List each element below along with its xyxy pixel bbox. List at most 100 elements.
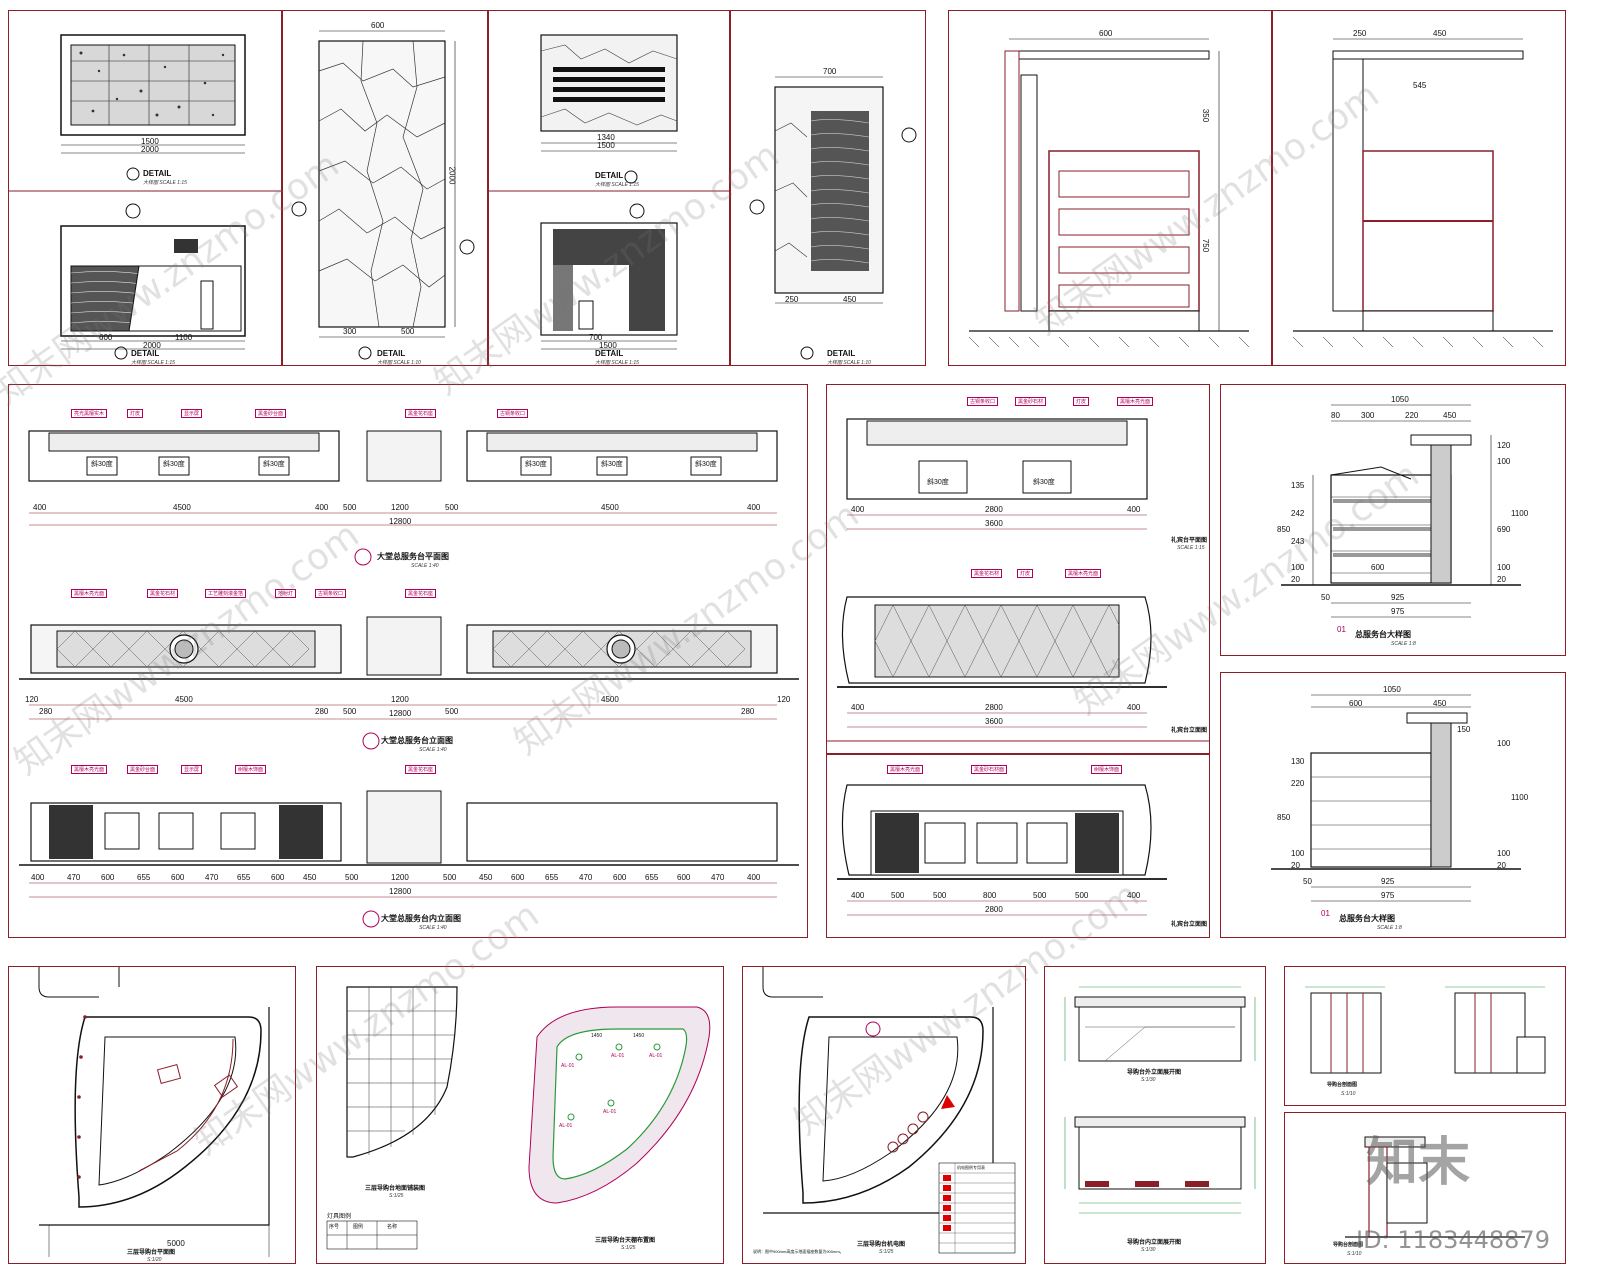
dim: 280: [39, 707, 53, 716]
drawing-scale: SCALE 1:40: [419, 925, 447, 931]
dim: 2000: [141, 145, 159, 154]
detail-title: DETAIL: [595, 349, 624, 358]
drawing-number: 01: [1321, 909, 1330, 918]
dim: 1500: [597, 141, 615, 150]
concierge-counter-sheet: 古铜条收口 黑金砂石材 灯皮 黑檀木亮光面 斜30度 斜30度 400 2800…: [826, 384, 1210, 754]
counter-b-drawing: [489, 34, 729, 350]
dim: 450: [843, 295, 857, 304]
dim: 250: [1353, 29, 1367, 38]
angle-label: 斜30度: [1033, 479, 1055, 486]
drawing-title: 三层导购台机电图: [857, 1242, 906, 1248]
drawing-title: 导购台剖面图: [1333, 1242, 1364, 1248]
material-tag: 树檀木饰面: [1091, 765, 1123, 774]
dim: 500: [933, 891, 947, 900]
drawing-scale: S:1/20: [147, 1257, 162, 1263]
dim: 600: [1371, 563, 1385, 572]
dim: 1500: [599, 341, 617, 350]
dim: 400: [747, 503, 761, 512]
dim: 1100: [175, 333, 193, 342]
dim: 280: [741, 707, 755, 716]
angle-label: 斜30度: [927, 479, 949, 486]
dim: 450: [1433, 699, 1447, 708]
dim: 100: [1291, 849, 1305, 858]
dim: 500: [445, 707, 459, 716]
counter-detail-a-drawing: [1281, 404, 1521, 618]
dim: 1050: [1383, 685, 1401, 694]
dim: 800: [983, 891, 997, 900]
dim: 1100: [1511, 793, 1529, 802]
guide-desk-section-sheet-b: 导购台剖面图 S:1/10: [1284, 1112, 1566, 1264]
dim: 50: [1321, 593, 1330, 602]
drawing-title: 礼宾台立面图: [1171, 922, 1208, 928]
material-tag: 黑金砂石材面: [971, 765, 1008, 774]
dim: 850: [1277, 525, 1291, 534]
section-sheet-drawers: 600 350 750: [948, 10, 1272, 366]
detail-sheet-reception-top: 1500 2000 DETAIL 大样图 SCALE 1:15 600 1100…: [8, 10, 282, 366]
dim: 4500: [173, 503, 191, 512]
angle-label: 斜30度: [163, 461, 185, 468]
dim: 100: [1497, 563, 1511, 572]
dim: 655: [237, 873, 251, 882]
dim: 400: [1127, 891, 1141, 900]
dim: 450: [303, 873, 317, 882]
material-tag: 黑金花石座: [405, 409, 437, 418]
dim: 1050: [1391, 395, 1409, 404]
dim: 243: [1291, 537, 1305, 546]
dim: 450: [1443, 411, 1457, 420]
dim: 600: [1099, 29, 1113, 38]
guide-desk-plan-drawing: [38, 967, 270, 1257]
drawing-scale: S:1/10: [1341, 1091, 1356, 1097]
drawing-title: 三层导购台地面铺装图: [365, 1186, 426, 1192]
dim: 655: [645, 873, 659, 882]
drawing-title: 礼宾台平面图: [1171, 538, 1208, 544]
material-tag: 显示屏: [181, 765, 203, 774]
material-tag: 黑檀木亮光面: [71, 589, 108, 598]
dim: 450: [479, 873, 493, 882]
dim: 4500: [601, 695, 619, 704]
dim: 655: [137, 873, 151, 882]
legend-col: 图例: [353, 1224, 364, 1230]
drawing-scale: S:1/30: [1141, 1077, 1156, 1083]
dim: 1340: [597, 133, 615, 142]
material-tag: 显示屏: [181, 409, 203, 418]
guide-desk-plan-sheet: 5000 三层导购台平面图 S:1/20: [8, 966, 296, 1264]
dim: 600: [511, 873, 525, 882]
drawing-title: 总服务台大样图: [1339, 914, 1395, 923]
dim: 700: [589, 333, 603, 342]
fixture-code: AL-01: [611, 1053, 625, 1059]
dim: 5000: [167, 1239, 185, 1248]
watermark-id: ID: 1183448879: [1356, 1226, 1550, 1254]
dim: 4500: [175, 695, 193, 704]
guide-desk-section-drawing-a: [1305, 986, 1546, 1074]
dim: 100: [1497, 739, 1511, 748]
dim: 400: [851, 703, 865, 712]
main-counter-drawing: [19, 430, 799, 928]
dim: 545: [1413, 81, 1427, 90]
marble-panel-drawing: [291, 30, 475, 360]
dim: 120: [1497, 441, 1511, 450]
detail-drawing-a: [9, 34, 281, 360]
guide-desk-floor-sheet: 灯具图例 序号 图例 名称 三层导购台地面铺装图 S:1/25 AL-01 AL…: [316, 966, 724, 1264]
guide-desk-elevation-drawing: [1064, 986, 1256, 1214]
drawing-title: 大堂总服务台内立面图: [381, 914, 461, 923]
angle-label: 斜30度: [525, 461, 547, 468]
dim: 400: [31, 873, 45, 882]
concierge-drawing: [827, 418, 1209, 742]
drawing-title: 总服务台大样图: [1355, 630, 1411, 639]
dim: 400: [33, 503, 47, 512]
angle-label: 斜30度: [695, 461, 717, 468]
dim: 500: [1033, 891, 1047, 900]
dim-total: 12800: [389, 709, 412, 718]
dim: 100: [1497, 849, 1511, 858]
dim: 250: [785, 295, 799, 304]
dim: 500: [445, 503, 459, 512]
dim: 750: [1201, 238, 1211, 253]
dim: 20: [1291, 575, 1300, 584]
dim: 100: [1497, 457, 1511, 466]
dim: 400: [315, 503, 329, 512]
detail-scale: 大样图 SCALE 1:15: [143, 180, 187, 186]
dim: 450: [1433, 29, 1447, 38]
drawing-scale: SCALE 1:40: [411, 563, 439, 569]
dim: 850: [1277, 813, 1291, 822]
dim: 350: [1201, 108, 1211, 123]
